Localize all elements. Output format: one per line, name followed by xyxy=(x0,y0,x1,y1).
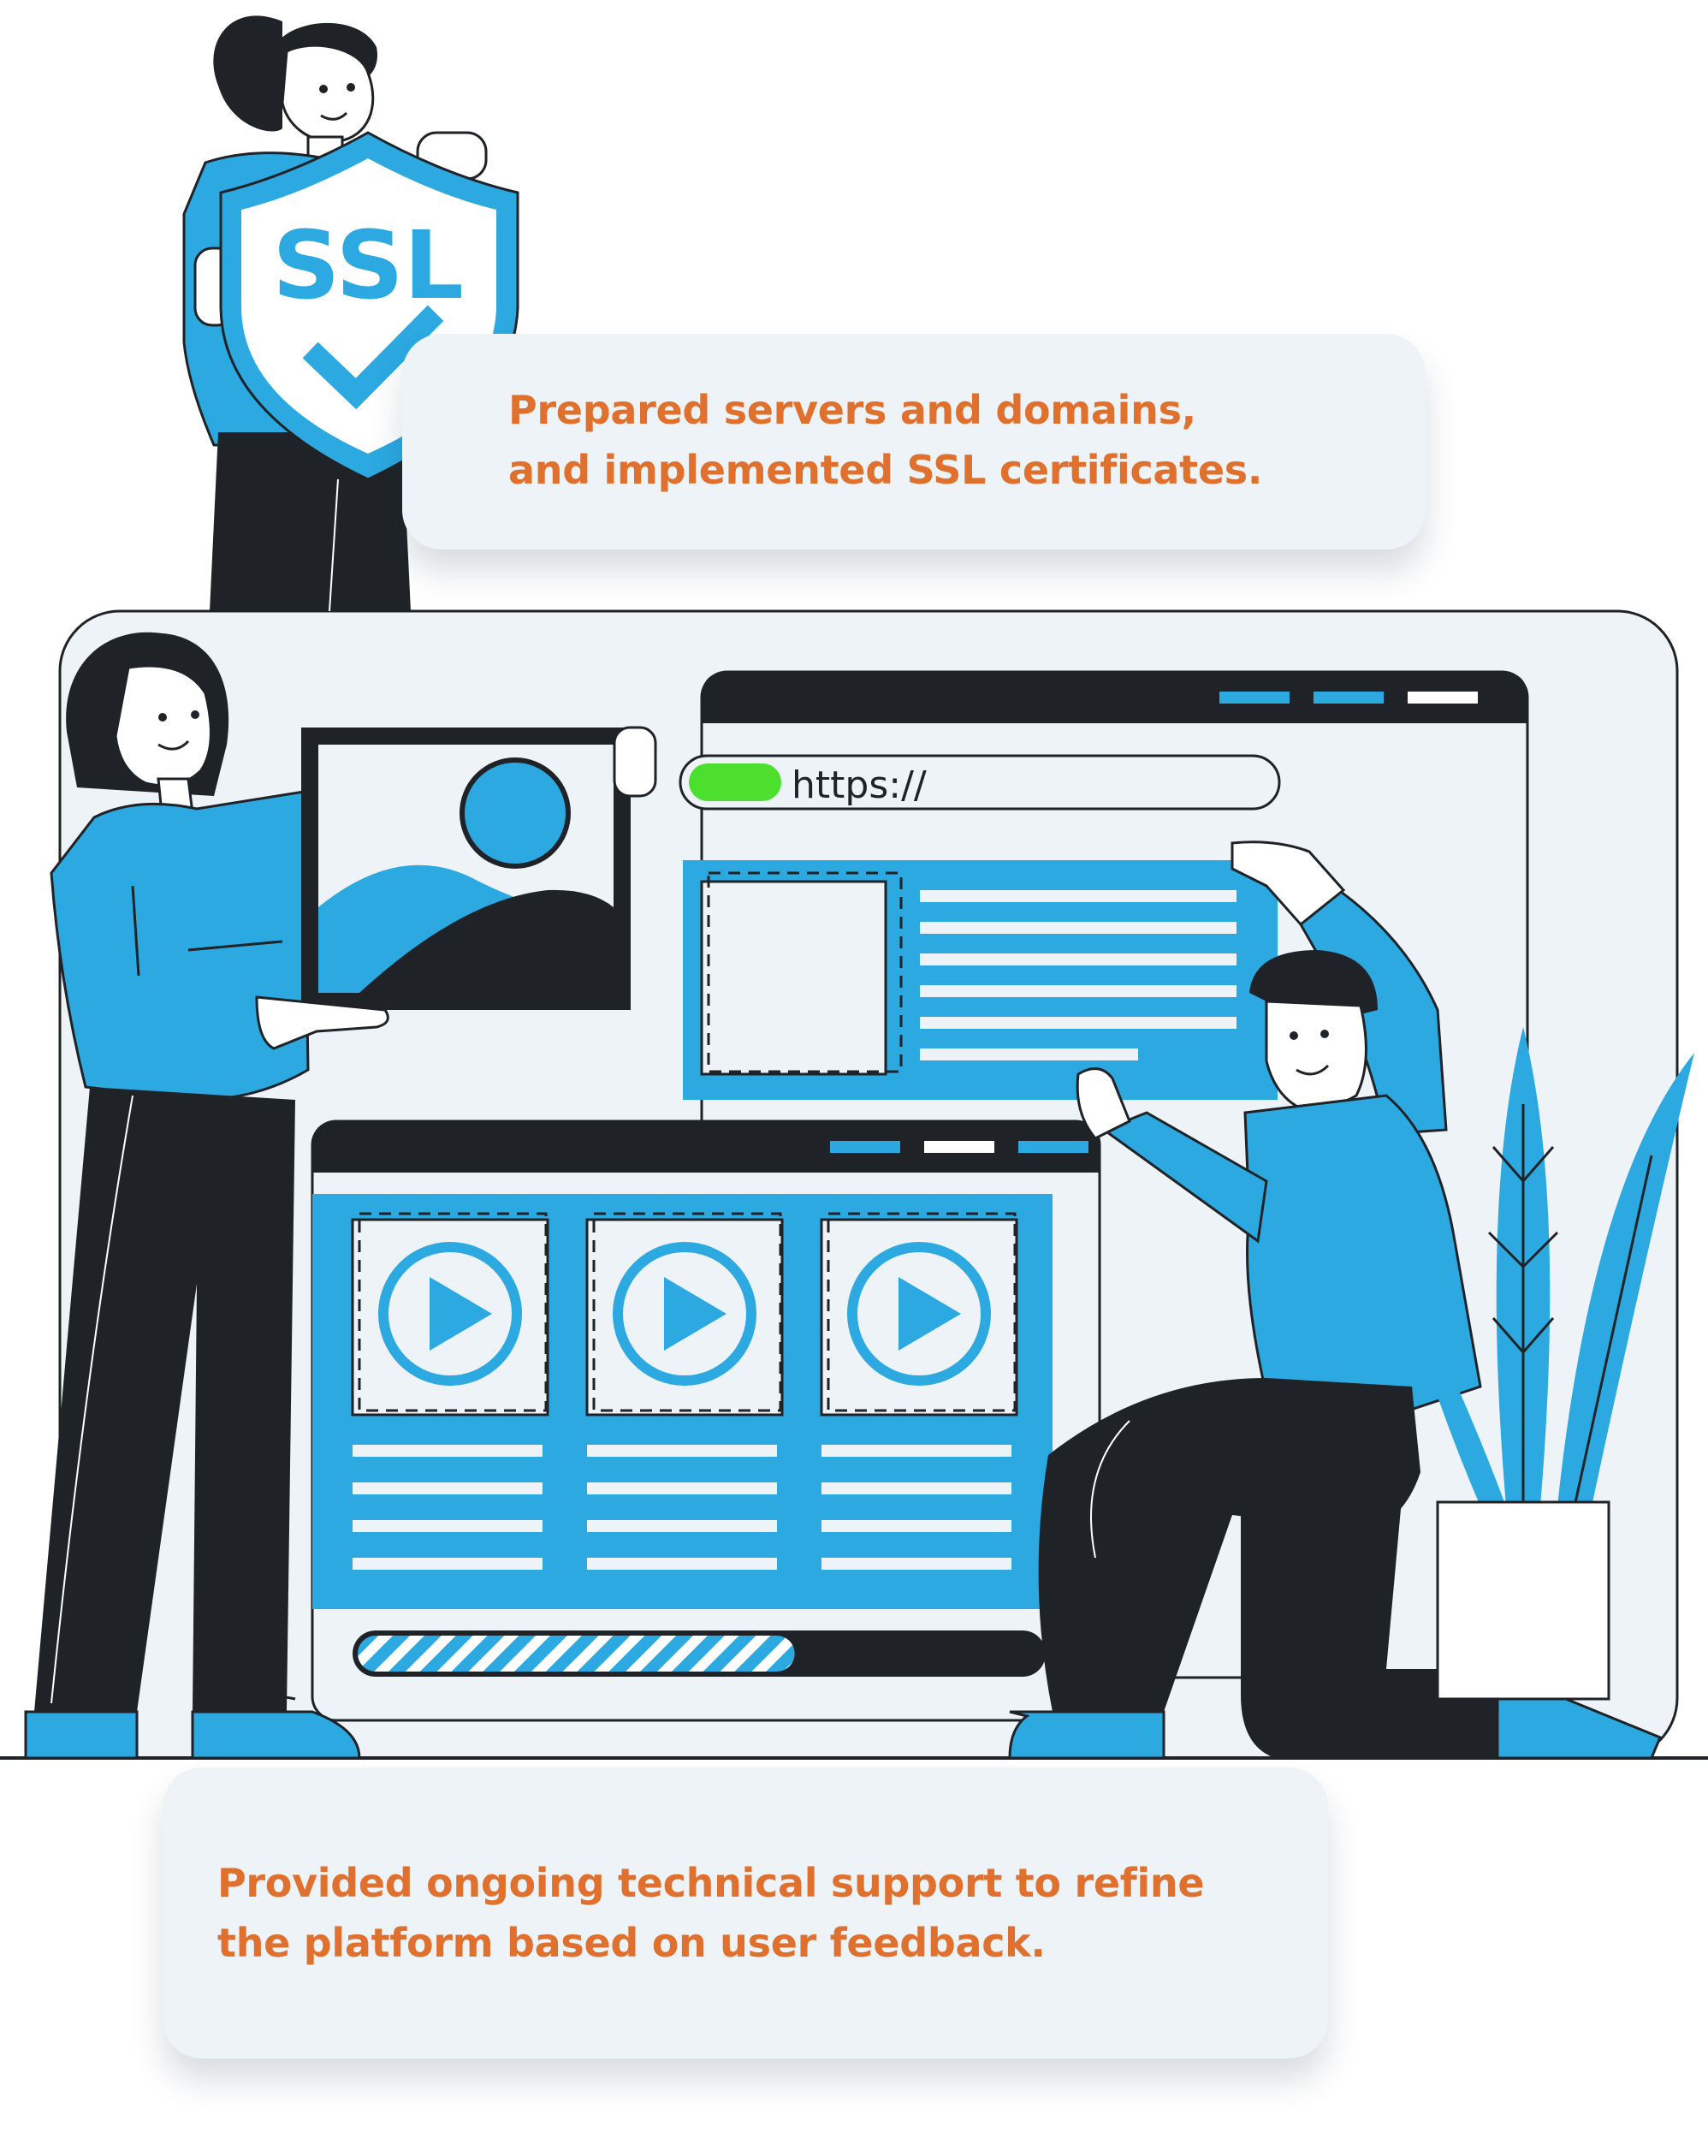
video-tile[interactable] xyxy=(820,1212,1018,1417)
callout-tech-support-text: Provided ongoing technical support to re… xyxy=(217,1853,1205,1973)
video-tile[interactable] xyxy=(351,1212,549,1417)
front-browser-window xyxy=(311,1120,1101,1722)
callout-support-line-1: Provided ongoing technical support to re… xyxy=(217,1860,1205,1906)
window-control-bar xyxy=(924,1141,994,1153)
play-icon xyxy=(430,1277,492,1351)
upload-progress-fill xyxy=(358,1636,795,1672)
shield-ssl-label: SSL xyxy=(272,211,464,320)
callout-support-line-2: the platform based on user feedback. xyxy=(217,1920,1046,1966)
video-tile[interactable] xyxy=(585,1212,784,1417)
upload-progress-bar xyxy=(353,1630,1046,1677)
woman-with-shield: SSL xyxy=(182,15,519,612)
checkmark-icon xyxy=(302,305,444,410)
window-control-bar xyxy=(1018,1141,1088,1153)
address-bar-url: https:// xyxy=(792,763,927,807)
callout-ssl-line-1: Prepared servers and domains, xyxy=(508,387,1196,433)
callout-ssl-line-2: and implemented SSL certificates. xyxy=(508,447,1262,493)
play-icon xyxy=(898,1277,961,1351)
callout-ssl-setup: Prepared servers and domains, and implem… xyxy=(402,334,1426,549)
window-control-bar xyxy=(1314,692,1384,704)
secure-lock-indicator xyxy=(689,763,781,801)
window-control-bar xyxy=(1219,692,1290,704)
window-control-bar xyxy=(830,1141,900,1153)
plant-pot xyxy=(1436,1500,1610,1701)
man-kneeling xyxy=(1008,840,1662,1760)
sun-circle xyxy=(460,757,571,869)
callout-ssl-setup-text: Prepared servers and domains, and implem… xyxy=(508,380,1262,500)
content-card xyxy=(683,860,1278,1100)
address-bar[interactable]: https:// xyxy=(679,754,1281,811)
window-control-bar xyxy=(1408,692,1478,704)
woman-with-picture xyxy=(24,632,657,1760)
potted-plant xyxy=(1395,1027,1694,1701)
play-icon xyxy=(664,1277,726,1351)
callout-tech-support: Provided ongoing technical support to re… xyxy=(163,1767,1328,2058)
